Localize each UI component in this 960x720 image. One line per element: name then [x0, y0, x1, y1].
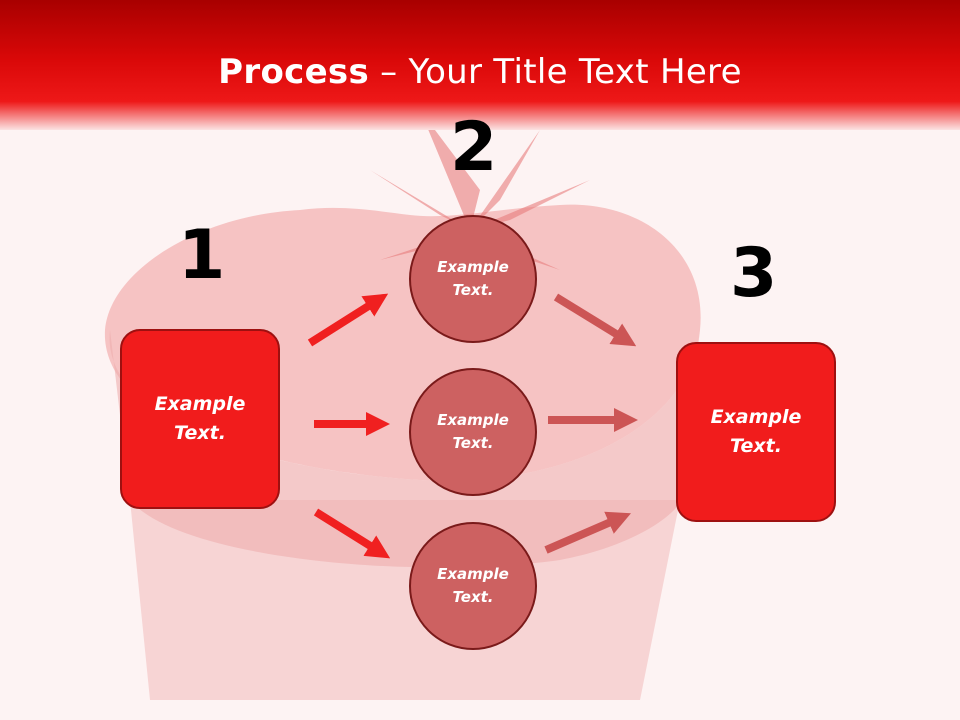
title-bar — [0, 0, 960, 130]
arrow-to-circle-3 — [313, 508, 391, 559]
right-box-line2: Text. — [730, 435, 782, 457]
arrow-from-circle-3 — [544, 511, 632, 554]
step-number-1: 1 — [178, 216, 226, 295]
title-rest: – Your Title Text Here — [369, 52, 742, 92]
circle-3-line1: Example — [437, 565, 509, 583]
circle-2-line2: Text. — [452, 434, 494, 452]
right-box-line1: Example — [710, 406, 802, 428]
left-box-line1: Example — [154, 393, 246, 415]
circle-1-line1: Example — [437, 258, 509, 276]
step-number-2: 2 — [450, 108, 498, 187]
arrow-to-circle-1 — [307, 293, 389, 347]
circle-1-line2: Text. — [452, 281, 494, 299]
left-box-line2: Text. — [174, 422, 226, 444]
title-bold: Process — [218, 52, 370, 92]
circle-3-line2: Text. — [452, 588, 494, 606]
step-number-3: 3 — [730, 234, 778, 313]
slide-title: Process – Your Title Text Here — [0, 52, 960, 92]
circle-2-line1: Example — [437, 411, 509, 429]
arrow-from-circle-1 — [553, 293, 637, 347]
